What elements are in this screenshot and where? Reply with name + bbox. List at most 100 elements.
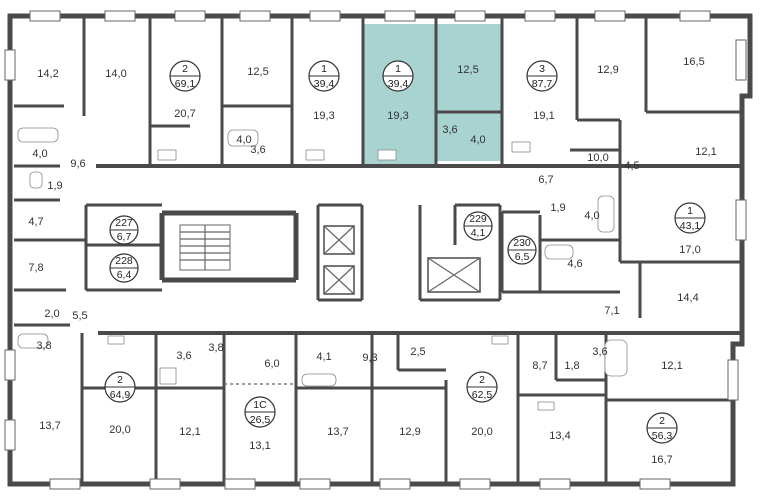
apartment-area: 56,3: [652, 430, 673, 442]
room-area-label: 8,7: [532, 360, 547, 372]
apartment-rooms: 2: [659, 415, 665, 427]
room-area-label: 12,1: [695, 146, 716, 158]
room-area-label: 12,1: [179, 426, 200, 438]
room-area-label: 10,0: [587, 152, 608, 164]
room-area-label: 12,5: [457, 64, 478, 76]
room-area-label: 4,0: [584, 210, 599, 222]
room-area-label: 14,2: [37, 68, 58, 80]
stair-core: [179, 224, 231, 271]
room-area-label: 13,1: [249, 440, 270, 452]
apartment-rooms: 2: [479, 374, 485, 386]
apartment-rooms: 3: [539, 63, 545, 75]
apartment-area: 64,9: [110, 389, 131, 401]
walls: [7, 13, 753, 487]
apartment-area: 69,1: [175, 78, 196, 90]
room-area-label: 20,0: [471, 426, 492, 438]
storage-number: 229: [469, 213, 487, 225]
room-area-label: 4,0: [236, 134, 251, 146]
room-area-label: 12,9: [399, 426, 420, 438]
room-area-label: 4,7: [28, 216, 43, 228]
room-area-label: 19,3: [387, 110, 408, 122]
room-area-label: 14,0: [105, 68, 126, 80]
storage-area: 6,7: [117, 231, 132, 243]
storage-area: 6,4: [117, 269, 132, 281]
room-area-label: 2,5: [410, 346, 425, 358]
apartment-area: 39,4: [388, 78, 409, 90]
storage-badges: 227 6,7 228 6,4 229 4,1 230 6,5: [109, 211, 537, 283]
badge-storage-227: 227 6,7: [109, 215, 139, 245]
apartment-rooms: 2: [117, 374, 123, 386]
badge-apt-1c: 1С 26,5: [244, 396, 276, 428]
room-area-label: 7,1: [604, 305, 619, 317]
room-area-label: 2,0: [44, 308, 59, 320]
room-labels: 14,2 14,0 20,7 12,5 19,3 4,0 3,6 19,3 12…: [28, 56, 716, 466]
room-area-label: 3,8: [208, 342, 223, 354]
storage-number: 227: [115, 217, 133, 229]
room-area-label: 4,0: [470, 134, 485, 146]
room-area-label: 4,6: [567, 258, 582, 270]
badge-apt-39a: 1 39,4: [308, 60, 340, 92]
apartment-area: 87,7: [532, 78, 553, 90]
elevator-icon: [323, 225, 481, 295]
bathroom-fixtures: [17, 127, 628, 411]
apartment-rooms: 1: [687, 205, 693, 217]
badge-storage-230: 230 6,5: [507, 235, 537, 265]
room-area-label: 1,8: [564, 360, 579, 372]
apartment-area: 43,1: [680, 220, 701, 232]
apartment-rooms: 2: [182, 63, 188, 75]
badge-apt-69: 2 69,1: [169, 60, 201, 92]
badge-apt-39b: 1 39,4: [382, 60, 414, 92]
room-area-label: 19,1: [533, 110, 554, 122]
room-area-label: 7,8: [28, 262, 43, 274]
apartment-area: 39,4: [314, 78, 335, 90]
storage-area: 4,1: [471, 227, 486, 239]
room-area-label: 19,3: [313, 110, 334, 122]
storage-number: 228: [115, 255, 133, 267]
apartment-area: 26,5: [250, 414, 271, 426]
room-area-label: 16,7: [651, 454, 672, 466]
room-area-label: 16,5: [683, 56, 704, 68]
room-area-label: 1,9: [550, 202, 565, 214]
badge-storage-228: 228 6,4: [109, 253, 139, 283]
room-area-label: 3,6: [176, 350, 191, 362]
room-area-label: 4,5: [624, 160, 639, 172]
room-area-label: 6,0: [264, 358, 279, 370]
room-area-label: 3,8: [36, 340, 51, 352]
room-area-label: 3,6: [592, 346, 607, 358]
apartment-area: 62,5: [472, 389, 493, 401]
room-area-label: 6,7: [538, 174, 553, 186]
apartment-rooms: 1: [395, 63, 401, 75]
room-area-label: 17,0: [679, 244, 700, 256]
apartment-rooms: 1: [321, 63, 327, 75]
badge-apt-56: 2 56,3: [646, 412, 678, 444]
room-area-label: 20,7: [174, 108, 195, 120]
storage-number: 230: [513, 237, 531, 249]
badge-apt-87: 3 87,7: [526, 60, 558, 92]
apartment-badges: 2 69,1 1 39,4 1 39,4 3 87,7 1 43,1: [104, 60, 706, 444]
room-area-label: 13,7: [39, 420, 60, 432]
storage-area: 6,5: [515, 251, 530, 263]
room-area-label: 12,5: [247, 66, 268, 78]
room-area-label: 9,3: [362, 352, 377, 364]
room-area-label: 13,4: [549, 430, 570, 442]
highlighted-apartment[interactable]: [363, 24, 502, 166]
room-area-label: 3,6: [442, 124, 457, 136]
badge-apt-43: 1 43,1: [674, 202, 706, 234]
room-area-label: 5,5: [72, 310, 87, 322]
room-area-label: 4,1: [316, 351, 331, 363]
room-area-label: 13,7: [327, 426, 348, 438]
room-area-label: 1,9: [47, 180, 62, 192]
windows: [4, 10, 747, 490]
room-area-label: 3,6: [250, 144, 265, 156]
room-area-label: 9,6: [70, 158, 85, 170]
room-area-label: 12,1: [661, 360, 682, 372]
room-area-label: 20,0: [109, 424, 130, 436]
room-area-label: 4,0: [32, 148, 47, 160]
apartment-rooms: 1С: [253, 399, 267, 411]
badge-apt-62: 2 62,5: [466, 371, 498, 403]
badge-apt-64: 2 64,9: [104, 371, 136, 403]
room-area-label: 14,4: [677, 292, 698, 304]
badge-storage-229: 229 4,1: [463, 211, 493, 241]
room-area-label: 12,9: [597, 64, 618, 76]
